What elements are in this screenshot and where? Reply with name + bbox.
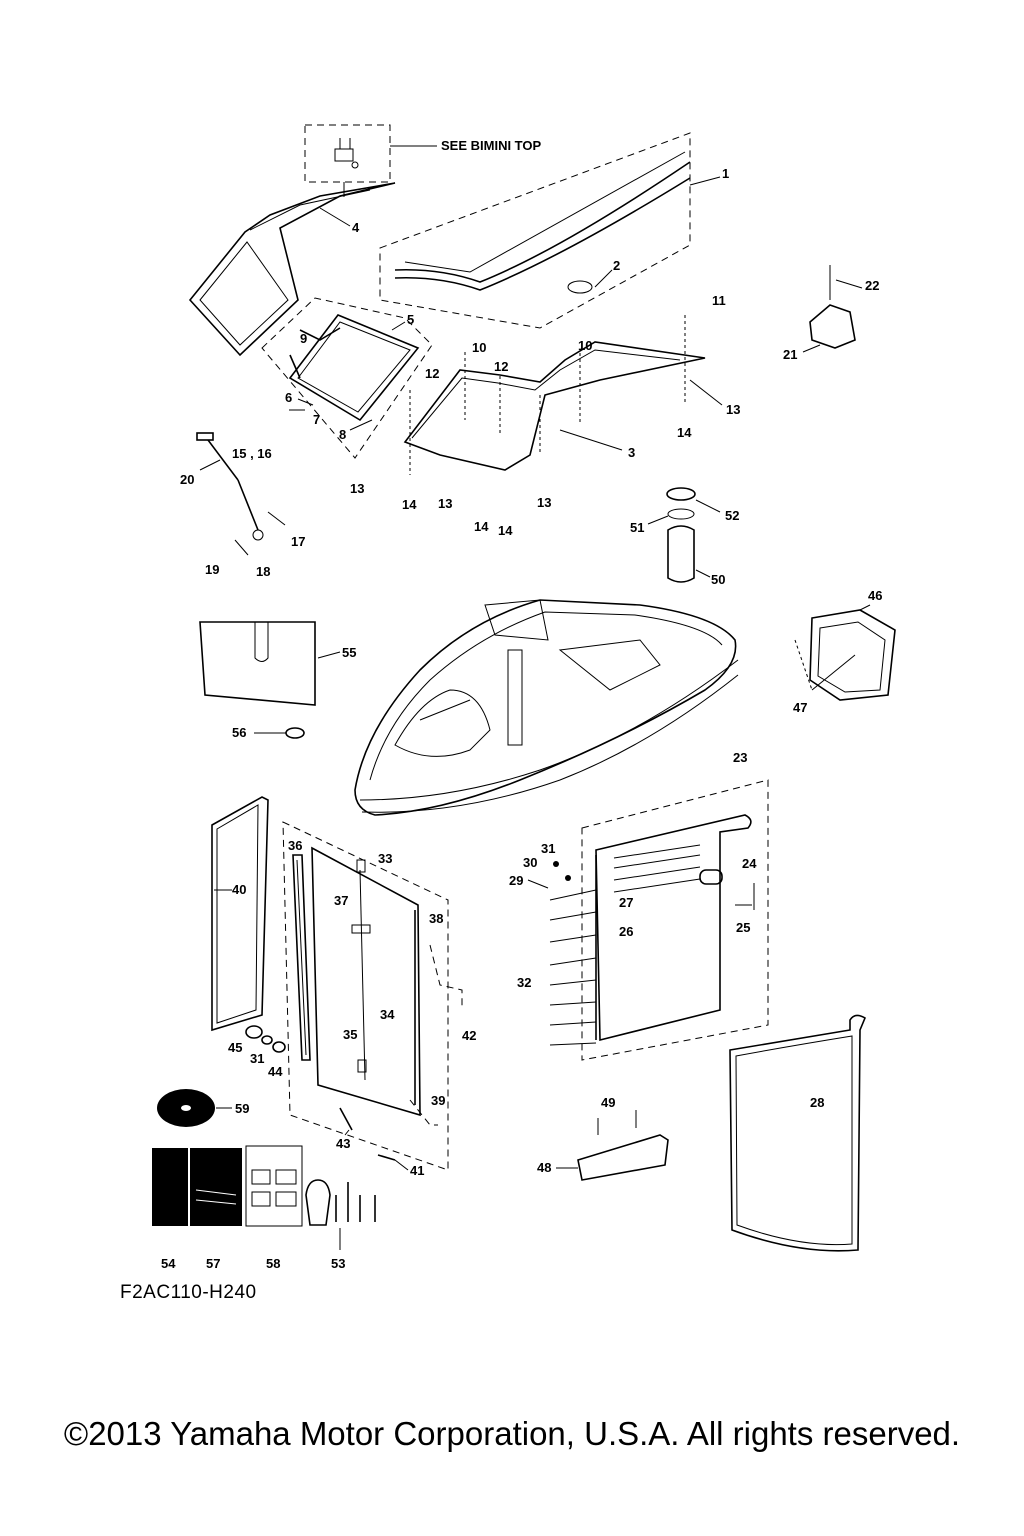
callout-37: 37 xyxy=(334,893,348,908)
callout-26: 26 xyxy=(619,924,633,939)
callout-57: 57 xyxy=(206,1256,220,1271)
callout-54: 54 xyxy=(161,1256,176,1271)
tray-part xyxy=(556,1110,669,1181)
callout-42: 42 xyxy=(462,1028,476,1043)
cover-part xyxy=(199,621,341,706)
seal-strip-part xyxy=(292,854,311,1061)
gasket-part xyxy=(729,1014,867,1252)
cup-holder-part xyxy=(647,487,721,583)
callout-14a: 14 xyxy=(402,497,417,512)
callout-25: 25 xyxy=(736,920,750,935)
callout-5: 5 xyxy=(407,312,414,327)
callout-18: 18 xyxy=(256,564,270,579)
callout-13c: 13 xyxy=(537,495,551,510)
callout-58: 58 xyxy=(266,1256,280,1271)
callout-44: 44 xyxy=(268,1064,283,1079)
callout-12b: 12 xyxy=(494,359,508,374)
callout-48: 48 xyxy=(537,1160,551,1175)
callout-41: 41 xyxy=(410,1163,424,1178)
bimini-hardware-group: SEE BIMINI TOP xyxy=(304,124,541,197)
callout-9: 9 xyxy=(300,331,307,346)
callout-labels: 1 2 3 4 5 6 7 8 9 10 10 11 12 12 13 13 1… xyxy=(161,166,882,1271)
callout-35: 35 xyxy=(343,1027,357,1042)
door-seal-part xyxy=(211,796,269,1032)
cleat-part xyxy=(802,265,863,353)
callout-3: 3 xyxy=(628,445,635,460)
callout-28: 28 xyxy=(810,1095,824,1110)
screws-group xyxy=(527,861,597,1046)
callout-19: 19 xyxy=(205,562,219,577)
callout-11: 11 xyxy=(712,293,726,308)
boat-hull-illustration xyxy=(354,599,739,816)
callout-51: 51 xyxy=(630,520,644,535)
knob-part xyxy=(254,727,305,739)
callout-43: 43 xyxy=(336,1136,350,1151)
callout-6: 6 xyxy=(285,390,292,405)
callout-13a: 13 xyxy=(350,481,364,496)
callout-13b: 13 xyxy=(438,496,452,511)
callout-21: 21 xyxy=(783,347,797,362)
callout-1: 1 xyxy=(722,166,729,181)
callout-20: 20 xyxy=(180,472,194,487)
gas-strut-part xyxy=(196,432,286,556)
callout-29: 29 xyxy=(509,873,523,888)
callout-14d: 14 xyxy=(677,425,692,440)
callout-23: 23 xyxy=(733,750,747,765)
windshield-frame-part xyxy=(188,182,396,357)
top-rail-group xyxy=(379,132,721,329)
callout-53: 53 xyxy=(331,1256,345,1271)
glass-panel-group xyxy=(261,297,433,459)
callout-24: 24 xyxy=(742,856,757,871)
callout-50: 50 xyxy=(711,572,725,587)
callout-45: 45 xyxy=(228,1040,242,1055)
callout-10a: 10 xyxy=(472,340,486,355)
callout-22: 22 xyxy=(865,278,879,293)
callout-52: 52 xyxy=(725,508,739,523)
storage-bin-part xyxy=(794,604,896,701)
windshield-glass-part xyxy=(403,315,723,475)
callout-34: 34 xyxy=(380,1007,395,1022)
callout-46: 46 xyxy=(868,588,882,603)
callout-14b: 14 xyxy=(474,519,489,534)
callout-33: 33 xyxy=(378,851,392,866)
callout-31a: 31 xyxy=(541,841,555,856)
cd-disc-part xyxy=(157,1089,232,1127)
callout-56: 56 xyxy=(232,725,246,740)
callout-4: 4 xyxy=(352,220,360,235)
callout-49: 49 xyxy=(601,1095,615,1110)
callout-40: 40 xyxy=(232,882,246,897)
callout-10b: 10 xyxy=(578,338,592,353)
callout-39: 39 xyxy=(431,1093,445,1108)
callout-55: 55 xyxy=(342,645,356,660)
callout-31b: 31 xyxy=(250,1051,264,1066)
callout-59: 59 xyxy=(235,1101,249,1116)
callout-32: 32 xyxy=(517,975,531,990)
callout-30: 30 xyxy=(523,855,537,870)
callout-17: 17 xyxy=(291,534,305,549)
door-assembly-group xyxy=(581,779,769,1061)
callout-2: 2 xyxy=(613,258,620,273)
tool-kit-part xyxy=(305,1179,376,1250)
copyright-notice: ©2013 Yamaha Motor Corporation, U.S.A. A… xyxy=(63,1415,961,1452)
bolts-group xyxy=(339,1107,409,1171)
callout-13d: 13 xyxy=(726,402,740,417)
callout-47: 47 xyxy=(793,700,807,715)
callout-15-16: 15 , 16 xyxy=(232,446,272,461)
callout-27: 27 xyxy=(619,895,633,910)
manuals-group xyxy=(152,1145,303,1227)
callout-14c: 14 xyxy=(498,523,513,538)
door-panel-group xyxy=(282,821,463,1171)
callout-12a: 12 xyxy=(425,366,439,381)
see-bimini-top-note: SEE BIMINI TOP xyxy=(441,138,541,153)
washers-group xyxy=(245,1025,286,1053)
callout-8: 8 xyxy=(339,427,346,442)
callout-7: 7 xyxy=(313,412,320,427)
callout-36: 36 xyxy=(288,838,302,853)
figure-code: F2AC110-H240 xyxy=(120,1282,257,1303)
callout-38: 38 xyxy=(429,911,443,926)
